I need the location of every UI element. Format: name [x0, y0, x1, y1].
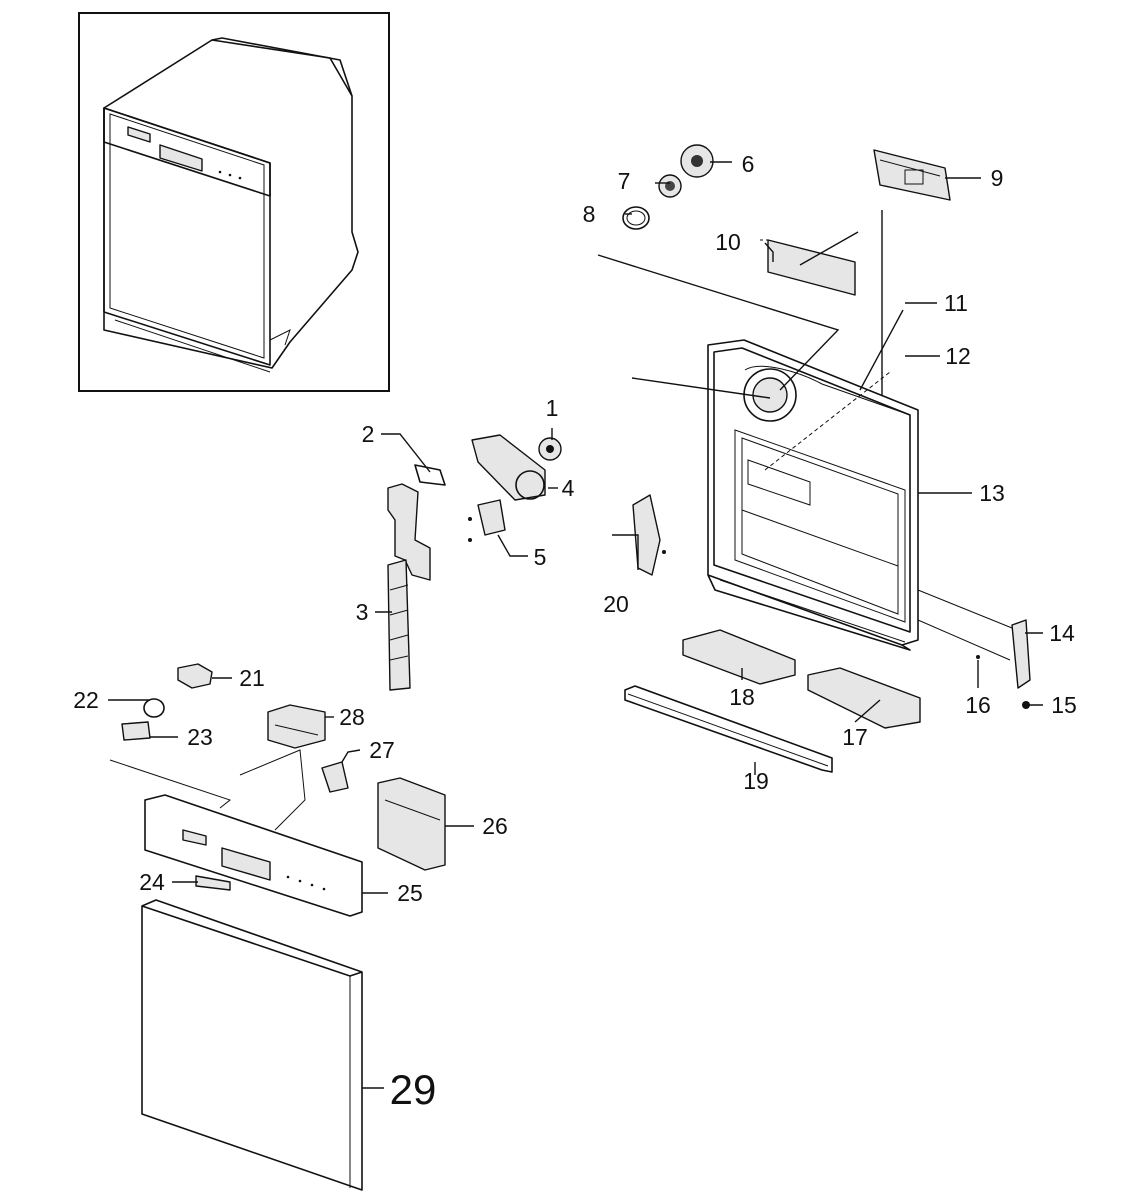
callout-2: 2 [362, 421, 375, 447]
callout-17: 17 [842, 724, 868, 750]
callout-11: 11 [944, 290, 968, 316]
leader-lines [108, 161, 1043, 1089]
callout-18: 18 [729, 684, 755, 710]
callout-23: 23 [187, 724, 213, 750]
callout-21: 21 [239, 665, 265, 691]
callout-labels: 1 2 3 4 5 6 7 8 9 10 11 12 13 14 15 16 1… [73, 151, 1077, 1113]
callout-25: 25 [397, 880, 423, 906]
callout-15: 15 [1051, 692, 1077, 718]
callout-3: 3 [356, 599, 369, 625]
control-panel-parts [109, 663, 446, 917]
callout-6: 6 [742, 151, 755, 177]
dispenser-assembly [468, 434, 562, 542]
callout-14: 14 [1049, 620, 1075, 646]
callout-4: 4 [562, 475, 575, 501]
door-rails [624, 629, 921, 773]
callout-22: 22 [73, 687, 99, 713]
callout-8: 8 [583, 201, 596, 227]
callout-10: 10 [715, 229, 741, 255]
vent-duct [387, 464, 446, 691]
callout-5: 5 [534, 544, 547, 570]
inner-door-assembly [707, 339, 919, 651]
control-module [760, 149, 951, 296]
callout-1: 1 [546, 395, 559, 421]
callout-9: 9 [991, 165, 1004, 191]
callout-26: 26 [482, 813, 508, 839]
callout-20: 20 [603, 591, 629, 617]
assembled-view-inset [78, 12, 390, 392]
callout-24: 24 [139, 869, 165, 895]
callout-13: 13 [979, 480, 1005, 506]
callout-7: 7 [618, 168, 631, 194]
callout-28: 28 [339, 704, 365, 730]
callout-29: 29 [390, 1066, 437, 1113]
callout-19: 19 [743, 768, 769, 794]
dispenser-cap-parts [622, 144, 714, 230]
outer-door-panel [141, 899, 363, 1191]
callout-27: 27 [369, 737, 395, 763]
callout-12: 12 [945, 343, 971, 369]
callout-16: 16 [965, 692, 991, 718]
